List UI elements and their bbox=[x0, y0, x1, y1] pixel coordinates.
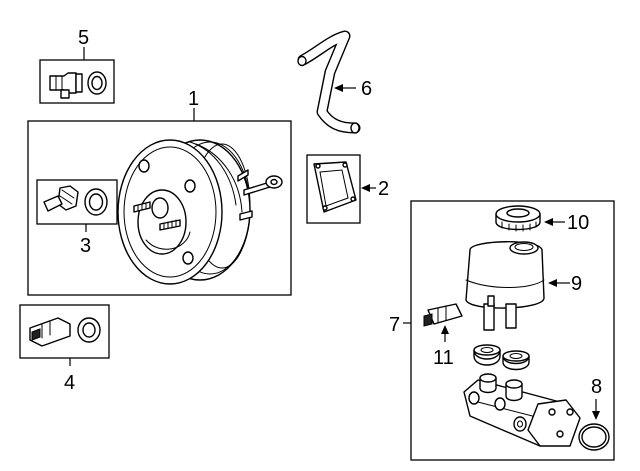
callout-1: 1 bbox=[188, 88, 199, 110]
callout-8: 8 bbox=[591, 376, 602, 398]
part-1-group: 1 bbox=[27, 88, 292, 296]
part-4-grommet bbox=[77, 317, 101, 343]
part-6-callout-group: 6 bbox=[334, 78, 372, 100]
part-8-o-ring bbox=[578, 423, 610, 451]
part-1-rear-studs bbox=[237, 169, 283, 221]
part-3-group: 3 bbox=[36, 179, 118, 257]
part-6-vacuum-hose bbox=[297, 30, 361, 134]
callout-11: 11 bbox=[433, 347, 454, 369]
callout-9: 9 bbox=[571, 273, 582, 295]
part-1-front-studs bbox=[133, 201, 181, 231]
callout-7: 7 bbox=[389, 314, 400, 336]
part-4-group: 4 bbox=[19, 304, 110, 394]
part-2-frame bbox=[306, 154, 361, 224]
part-5-grommet bbox=[87, 71, 107, 95]
callout-6: 6 bbox=[361, 78, 372, 100]
part-1-frame bbox=[27, 120, 292, 296]
part-3-frame bbox=[36, 179, 118, 225]
part-4-valve bbox=[29, 317, 71, 347]
callout-5: 5 bbox=[78, 27, 89, 49]
part-11-level-sensor bbox=[423, 303, 463, 327]
part-10-reservoir-cap bbox=[495, 205, 541, 232]
master-cylinder-body bbox=[463, 373, 581, 447]
part-5-check-valve bbox=[49, 72, 83, 99]
master-cylinder-frame bbox=[410, 200, 615, 461]
part-9-reservoir bbox=[465, 241, 545, 331]
reservoir-grommet-right bbox=[502, 350, 530, 371]
callout-2: 2 bbox=[378, 178, 389, 200]
part-2-gasket bbox=[313, 161, 357, 213]
part-4-frame bbox=[19, 304, 110, 359]
callout-10: 10 bbox=[567, 212, 589, 234]
part-2-group: 2 bbox=[306, 154, 389, 224]
part-5-frame bbox=[39, 59, 115, 104]
part-3-grommet bbox=[84, 188, 108, 216]
callout-4: 4 bbox=[64, 372, 75, 394]
part-3-check-valve bbox=[43, 185, 79, 212]
part-5-group: 5 bbox=[39, 27, 115, 104]
callout-3: 3 bbox=[80, 235, 91, 257]
master-cylinder-group: 7 10 9 11 bbox=[389, 200, 615, 461]
reservoir-grommet-left bbox=[473, 344, 501, 366]
part-1-brake-booster bbox=[117, 139, 283, 285]
